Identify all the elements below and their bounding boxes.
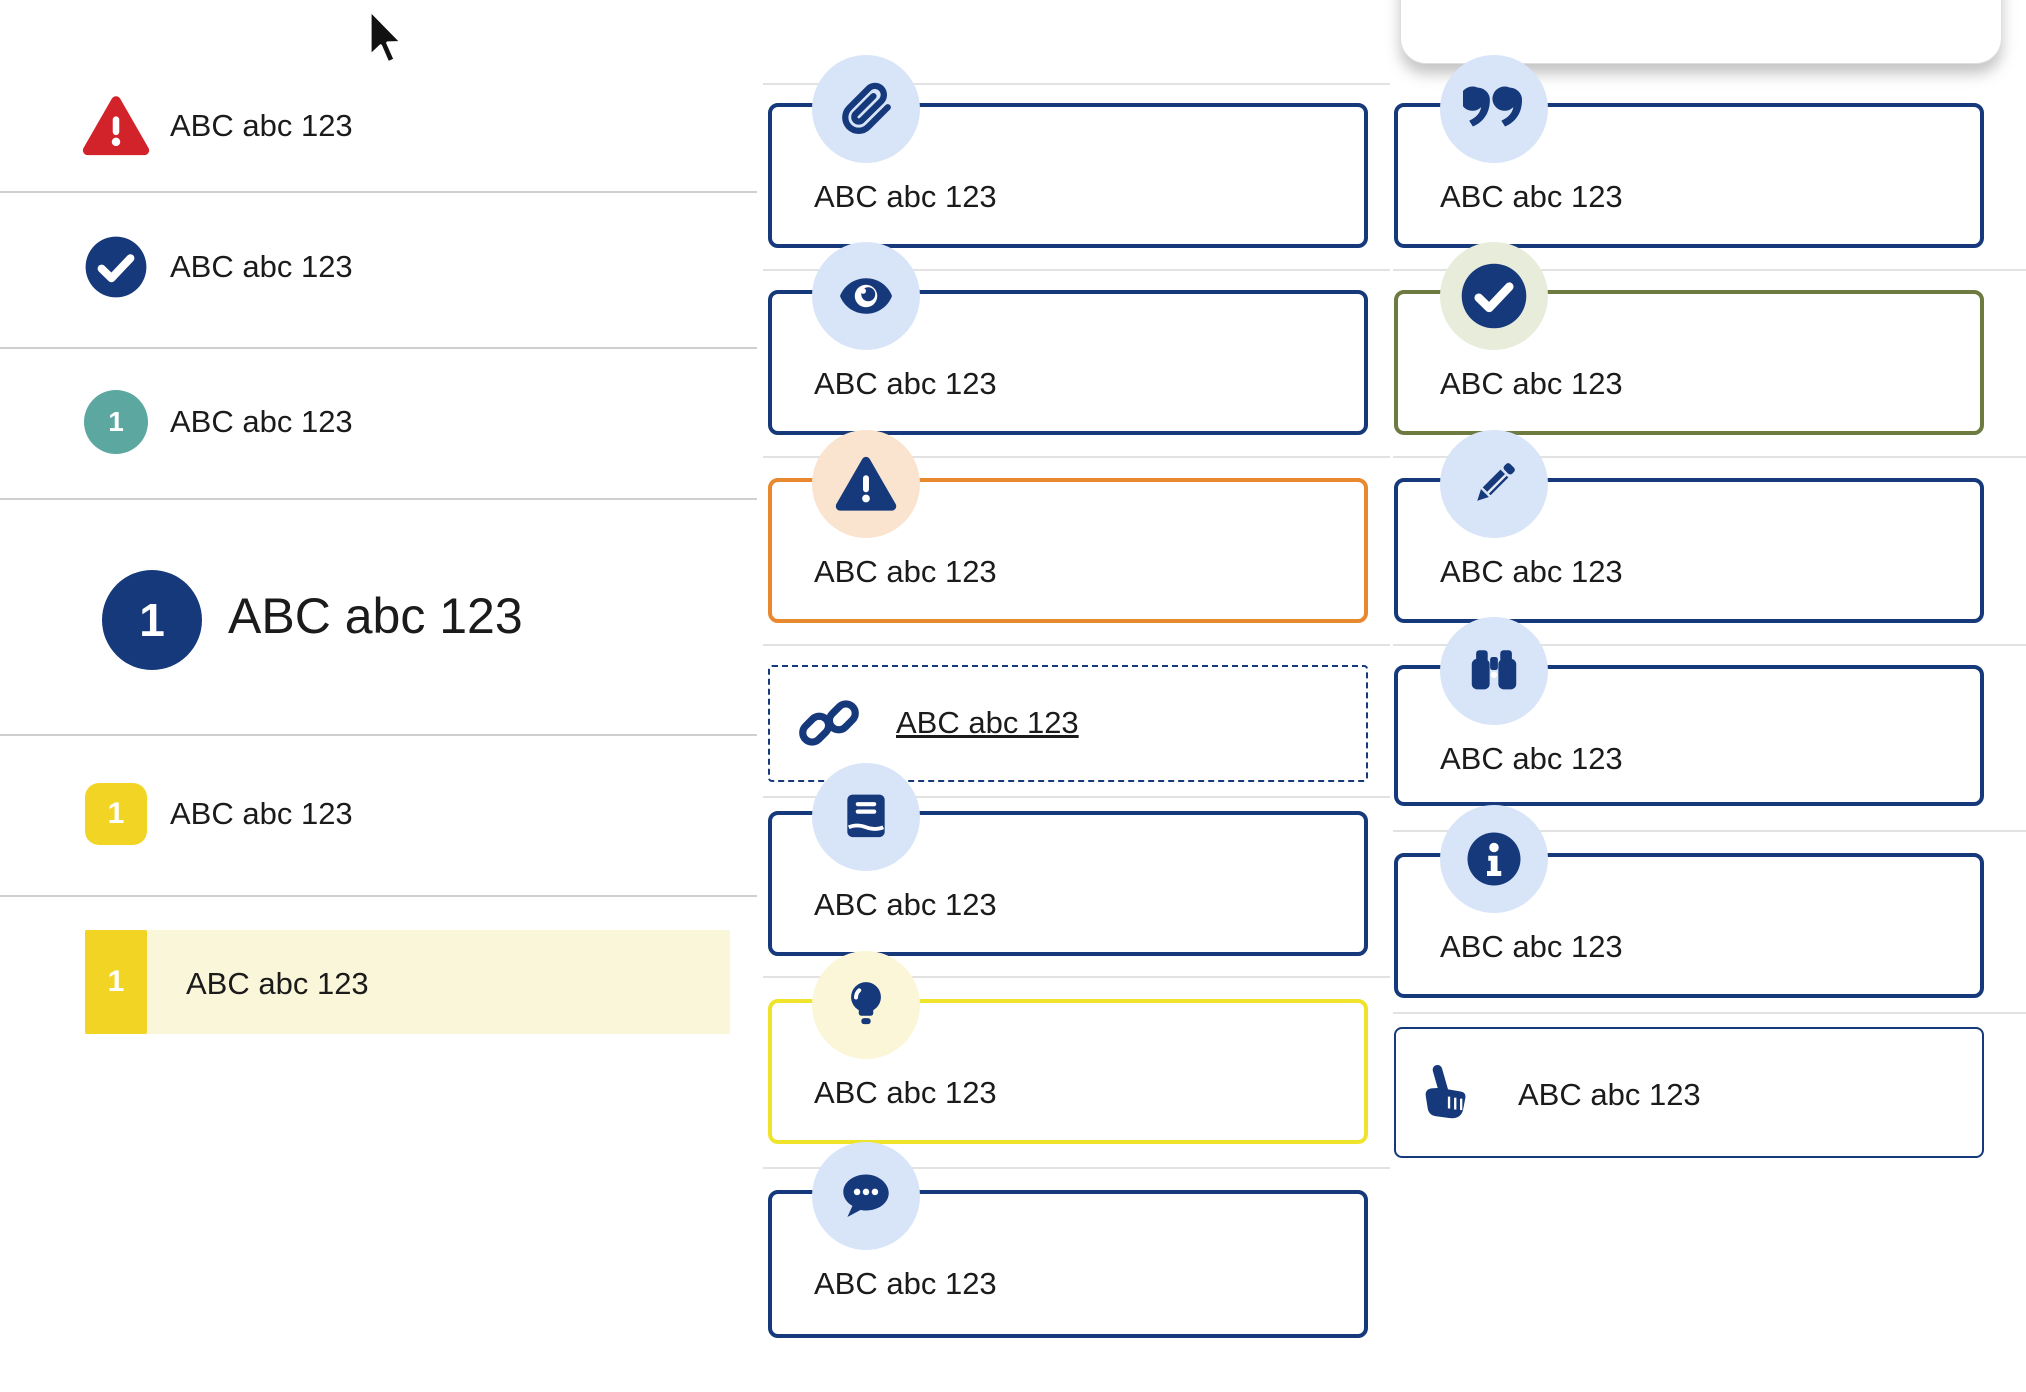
- number-badge-yellow: 1: [85, 783, 147, 845]
- badge-number: 1: [107, 965, 125, 998]
- eye-icon: [812, 242, 920, 350]
- alert-triangle-icon: [82, 94, 150, 158]
- paperclip-icon: [812, 55, 920, 163]
- divider: [1393, 830, 2026, 832]
- divider: [0, 191, 757, 193]
- check-icon: [1440, 242, 1548, 350]
- book-icon: [812, 763, 920, 871]
- check-circle-icon: [84, 235, 148, 299]
- callout-label: ABC abc 123: [1440, 366, 1623, 401]
- mouse-cursor: [366, 8, 412, 81]
- divider: [0, 498, 757, 500]
- list-item-label: ABC abc 123: [170, 249, 353, 284]
- callout-label: ABC abc 123: [814, 554, 997, 589]
- callout-label: ABC abc 123: [1440, 179, 1623, 214]
- divider: [763, 976, 1390, 978]
- divider: [763, 1167, 1390, 1169]
- callout-label: ABC abc 123: [814, 1266, 997, 1301]
- callout-quote: [1394, 103, 1984, 248]
- scrolled-card-edge: [1400, 0, 2002, 64]
- callout-label: ABC abc 123: [814, 366, 997, 401]
- link-icon: [797, 691, 861, 755]
- callout-label: ABC abc 123: [814, 1075, 997, 1110]
- list-item-label: ABC abc 123: [170, 108, 353, 143]
- number-badge-teal: 1: [84, 390, 148, 454]
- callout-label: ABC abc 123: [814, 179, 997, 214]
- callout-link: [768, 665, 1368, 782]
- callout-action: [1394, 1027, 1984, 1158]
- divider: [763, 269, 1390, 271]
- divider: [763, 644, 1390, 646]
- hand-point-icon: [1417, 1062, 1479, 1124]
- divider: [763, 796, 1390, 798]
- quote-icon: [1440, 55, 1548, 163]
- divider: [1393, 456, 2026, 458]
- callout-label: ABC abc 123: [1440, 929, 1623, 964]
- lightbulb-icon: [812, 951, 920, 1059]
- list-item-label: ABC abc 123: [186, 966, 369, 1001]
- badge-number: 1: [139, 594, 165, 646]
- number-badge-navy-large: 1: [102, 570, 202, 670]
- divider: [763, 83, 1390, 85]
- badge-number: 1: [108, 406, 124, 437]
- divider: [763, 456, 1390, 458]
- divider: [1393, 269, 2026, 271]
- divider: [1393, 644, 2026, 646]
- callout-label: ABC abc 123: [1440, 741, 1623, 776]
- divider: [0, 895, 757, 897]
- callout-label: ABC abc 123: [1440, 554, 1623, 589]
- pencil-icon: [1440, 430, 1548, 538]
- callout-link-text[interactable]: ABC abc 123: [896, 705, 1079, 740]
- list-item-label: ABC abc 123: [170, 796, 353, 831]
- number-badge-yellow-bar: 1: [85, 930, 147, 1034]
- divider: [1393, 1012, 2026, 1014]
- highlighted-row[interactable]: [85, 930, 730, 1034]
- badge-number: 1: [107, 797, 125, 830]
- callout-label: ABC abc 123: [1518, 1077, 1701, 1112]
- divider: [0, 347, 757, 349]
- callout-label: ABC abc 123: [814, 887, 997, 922]
- info-icon: [1440, 805, 1548, 913]
- list-item-label: ABC abc 123: [170, 404, 353, 439]
- binoculars-icon: [1440, 617, 1548, 725]
- section-heading: ABC abc 123: [228, 588, 523, 644]
- warning-icon: [812, 430, 920, 538]
- divider: [0, 734, 757, 736]
- callout-warning: [768, 478, 1368, 623]
- chat-icon: [812, 1142, 920, 1250]
